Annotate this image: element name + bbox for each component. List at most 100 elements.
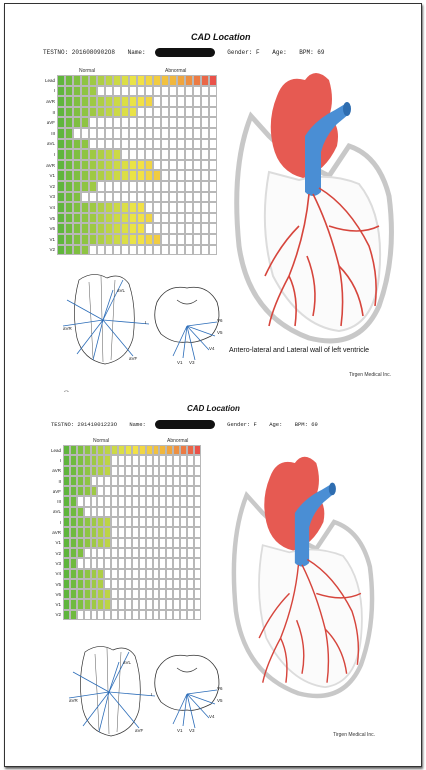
severity-cell	[173, 589, 181, 600]
severity-cell	[173, 465, 181, 476]
severity-cell	[145, 455, 153, 466]
severity-cell	[166, 547, 174, 559]
severity-cell	[185, 191, 193, 203]
axis-ray	[182, 325, 188, 359]
severity-cell	[129, 106, 137, 118]
severity-cell	[105, 180, 113, 192]
severity-cell	[90, 496, 98, 507]
severity-cell	[161, 223, 169, 234]
severity-cell	[76, 547, 84, 559]
severity-cell	[159, 589, 167, 600]
severity-cell	[97, 233, 105, 245]
severity-cell	[145, 496, 153, 507]
severity-cell	[201, 202, 209, 213]
scale-abnormal-label: Abnormal	[165, 68, 187, 74]
testno-field: TESTNO: 20141001223O	[51, 420, 118, 428]
severity-cell	[65, 212, 73, 224]
severity-cell	[131, 475, 139, 487]
lead-row: V1	[49, 537, 201, 548]
severity-cell	[209, 117, 217, 128]
chest-outline	[154, 654, 220, 711]
severity-cell	[169, 159, 177, 171]
severity-cell	[81, 233, 89, 245]
report-header: TESTNO: 2016080902O8 Name: Gender: F Age…	[43, 48, 334, 57]
severity-cell	[73, 212, 81, 224]
severity-cell	[105, 96, 113, 107]
severity-cell	[69, 465, 77, 476]
severity-cell	[89, 170, 97, 181]
severity-cell	[73, 170, 81, 181]
aorta	[270, 73, 338, 178]
severity-cell	[201, 85, 209, 97]
severity-cell	[97, 465, 105, 476]
severity-cell	[159, 527, 167, 538]
severity-cell	[111, 445, 119, 456]
spine-mark	[176, 667, 198, 673]
severity-cell	[73, 85, 81, 97]
severity-cell	[118, 537, 126, 548]
severity-cell	[169, 233, 177, 245]
severity-cell	[177, 202, 185, 213]
severity-cell	[145, 609, 153, 621]
brand-label: Tirgen Medical Inc.	[349, 372, 392, 378]
severity-cell	[97, 149, 105, 160]
severity-cell	[125, 517, 132, 528]
severity-cell	[161, 244, 169, 256]
severity-cell	[193, 180, 201, 192]
severity-cell	[185, 85, 193, 97]
lead-label: III	[57, 499, 61, 505]
severity-cell	[145, 486, 153, 497]
severity-cell	[97, 455, 105, 466]
severity-cell	[69, 558, 77, 569]
severity-cell	[90, 527, 98, 538]
severity-cell	[131, 558, 139, 569]
severity-cell	[73, 127, 81, 139]
report-header: TESTNO: 20141001223O Name: Gender: F Age…	[51, 420, 327, 429]
severity-cell	[118, 506, 126, 518]
severity-cell	[145, 127, 153, 139]
severity-cell	[159, 537, 167, 548]
severity-cell	[161, 106, 169, 118]
severity-cell	[137, 106, 145, 118]
severity-cell	[169, 138, 177, 150]
severity-cell	[138, 475, 146, 487]
severity-cell	[185, 233, 193, 245]
severity-cell	[65, 96, 73, 107]
severity-cell	[63, 589, 70, 600]
severity-cell	[145, 589, 153, 600]
severity-cell	[193, 191, 201, 203]
severity-cell	[57, 106, 65, 118]
severity-cell	[177, 138, 185, 150]
severity-cell	[105, 202, 113, 213]
severity-cell	[177, 223, 185, 234]
lead-row: III	[49, 496, 201, 507]
axis-label: V5	[217, 330, 223, 335]
lead-row: aVF	[43, 117, 217, 128]
severity-cell	[138, 517, 146, 528]
severity-cell	[169, 191, 177, 203]
axis-label: aVR	[63, 326, 73, 331]
severity-cell	[57, 223, 65, 234]
axis-ray	[68, 691, 110, 699]
severity-cell	[65, 191, 73, 203]
severity-cell	[201, 96, 209, 107]
redacted-name	[154, 420, 215, 429]
severity-cell	[111, 547, 119, 559]
severity-cell	[153, 96, 161, 107]
severity-cell	[169, 106, 177, 118]
axis-ray	[186, 325, 196, 361]
severity-cell	[177, 75, 185, 86]
severity-cell	[185, 117, 193, 128]
axis-label: V1	[177, 728, 183, 733]
lead-row: I	[43, 85, 217, 97]
severity-cell	[159, 558, 167, 569]
severity-cell	[118, 517, 126, 528]
severity-cell	[69, 475, 77, 487]
severity-cell	[57, 159, 65, 171]
severity-cell	[63, 445, 70, 456]
severity-cell	[118, 465, 126, 476]
severity-cell	[173, 558, 181, 569]
severity-cell	[105, 149, 113, 160]
severity-cell	[73, 106, 81, 118]
